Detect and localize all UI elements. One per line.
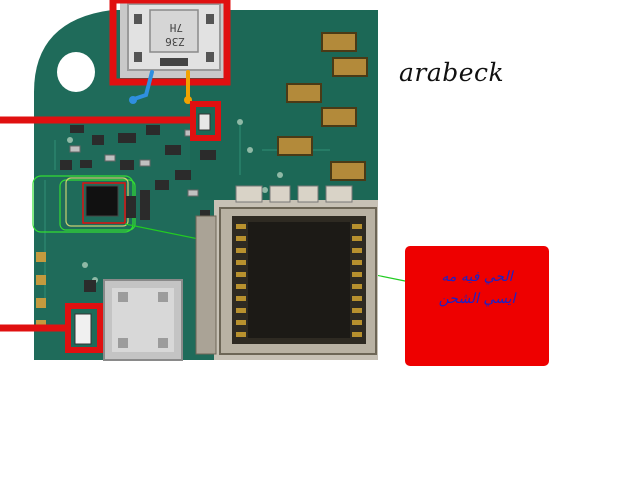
red-frame-ic	[82, 182, 126, 224]
component-bottom	[74, 313, 92, 345]
connector-pins	[236, 224, 362, 337]
watermark-text: arabeck	[399, 58, 505, 87]
metal-shield	[103, 279, 183, 361]
board-connector	[214, 200, 378, 360]
usb-connector: Z36 7H	[120, 0, 228, 78]
flex-strip	[195, 215, 217, 355]
pcb-shade	[190, 10, 378, 200]
callout-text: الحي فيه مه ايسي الشحن	[438, 269, 516, 307]
ic-chip	[85, 185, 119, 217]
blue-wire-end	[129, 96, 137, 104]
blue-wire	[132, 70, 154, 101]
ic-marking-2: 7H	[170, 21, 183, 34]
callout-box: الحي فيه مه ايسي الشحن	[405, 246, 549, 366]
connector-top-tabs	[235, 185, 353, 203]
red-box-top	[190, 101, 221, 141]
ic-chip-side	[126, 196, 136, 218]
usb-highlight-box	[109, 0, 231, 86]
ic-marking: Z36	[165, 35, 185, 48]
component-top	[198, 113, 211, 131]
red-box-bottom	[65, 303, 103, 353]
smd-components	[60, 125, 216, 292]
gold-pads	[277, 32, 368, 181]
mounting-hole	[57, 52, 95, 92]
